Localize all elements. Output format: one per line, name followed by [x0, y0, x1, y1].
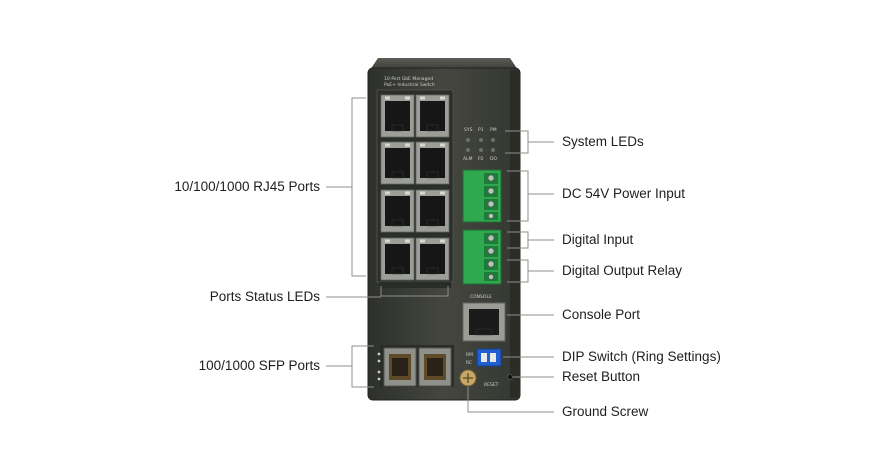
sfp-port-1: [383, 347, 417, 387]
dip-label-rm: RM: [466, 352, 473, 358]
led-label-alm: ALM: [463, 156, 473, 162]
ground-leader: [467, 387, 554, 413]
led-do: [491, 148, 495, 152]
label-system-leds: System LEDs: [562, 134, 644, 149]
console-port: [462, 302, 506, 342]
rj45-bracket: [351, 97, 366, 277]
port-led-bracket: [380, 286, 449, 297]
led-pm: [491, 138, 495, 142]
label-console-port: Console Port: [562, 307, 641, 322]
enclosure-top: [370, 58, 518, 70]
led-p1: [479, 138, 483, 142]
rj45-port-2: [415, 94, 450, 138]
rj45-port-8: [415, 237, 450, 281]
led-sys: [466, 138, 470, 142]
dip-label-rc: RC: [466, 360, 472, 366]
port-led-strip: [379, 282, 451, 288]
enclosure-side: [510, 70, 520, 398]
power-bracket: [507, 170, 529, 222]
ground-screw: [459, 369, 477, 387]
label-dip-switch: DIP Switch (Ring Settings): [562, 349, 721, 364]
rj45-port-group: [380, 94, 450, 281]
label-reset-button: Reset Button: [562, 369, 641, 384]
dip-switch: [476, 348, 502, 367]
label-ports-status-leds: Ports Status LEDs: [209, 289, 320, 304]
model-line1: 10-Port GbE Managed: [384, 76, 433, 82]
system-led-panel: SYS P1 PM ALM P2 DO: [463, 127, 497, 162]
led-p2: [479, 148, 483, 152]
label-rj45-ports: 10/100/1000 RJ45 Ports: [174, 179, 320, 194]
led-label-p1: P1: [478, 127, 484, 133]
label-ground-screw: Ground Screw: [562, 404, 649, 419]
reset-label: RESET: [484, 382, 499, 388]
led-alm: [466, 148, 470, 152]
di-bracket: [507, 231, 529, 249]
model-line2: PoE+ Industrial Switch: [384, 82, 435, 88]
led-label-pm: PM: [490, 127, 497, 133]
sysled-bracket: [505, 130, 529, 154]
sfp-port-2: [418, 347, 452, 387]
rj45-port-7: [380, 237, 415, 281]
reset-hole: [507, 374, 513, 380]
sfp-bracket: [351, 345, 374, 388]
led-label-p2: P2: [478, 156, 484, 162]
power-terminal-block: [462, 169, 502, 223]
label-sfp-ports: 100/1000 SFP Ports: [198, 358, 320, 373]
led-label-do: DO: [490, 156, 497, 162]
rj45-port-5: [380, 189, 415, 233]
rj45-port-3: [380, 141, 415, 185]
dio-terminal-block: [462, 229, 502, 285]
rj45-port-1: [380, 94, 415, 138]
label-digital-output: Digital Output Relay: [562, 263, 683, 278]
rj45-port-4: [415, 141, 450, 185]
console-label: CONSOLE: [470, 294, 492, 300]
rj45-port-6: [415, 189, 450, 233]
led-label-sys: SYS: [464, 127, 473, 133]
label-digital-input: Digital Input: [562, 232, 634, 247]
label-power-input: DC 54V Power Input: [562, 186, 686, 201]
do-bracket: [507, 259, 529, 283]
